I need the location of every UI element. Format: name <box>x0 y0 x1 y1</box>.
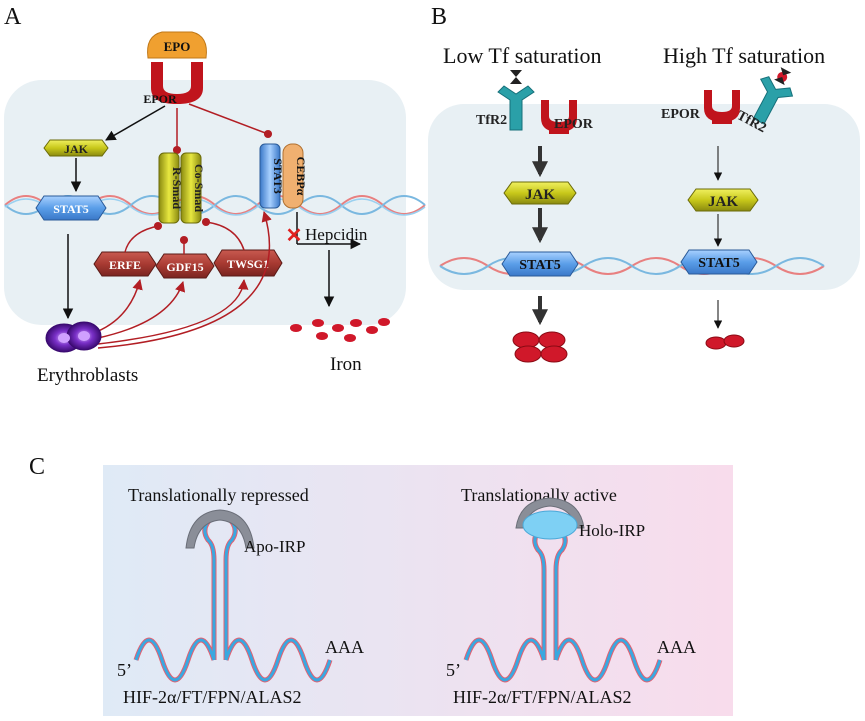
erythroblast-cells <box>45 321 102 353</box>
stat5-label-right: STAT5 <box>698 256 740 271</box>
arrow-erythro-to-twsg1 <box>97 278 249 345</box>
hepcidin-gene: ✕ Hepcidin <box>286 212 368 250</box>
epo-label: EPO <box>164 39 191 54</box>
low-tf-title: Low Tf saturation <box>443 43 601 68</box>
panel-a-letter: A <box>4 4 22 30</box>
jak-label-a: JAK <box>64 142 89 156</box>
dna-strand-b <box>439 257 825 275</box>
transferrin-icon-right <box>774 67 792 86</box>
inhibition-x-icon: ✕ <box>286 225 303 247</box>
panel-b-letter: B <box>431 4 447 30</box>
tfr2-label-left: TfR2 <box>476 113 507 128</box>
epor-receptor-right <box>704 90 740 124</box>
stat5-label-left: STAT5 <box>519 258 561 273</box>
cebpa-box: CEBPα <box>282 143 308 209</box>
epo-ligand: EPO <box>147 31 207 59</box>
apo-irp-label: Apo-IRP <box>244 537 305 556</box>
holo-irp-label: Holo-IRP <box>579 521 645 540</box>
gdf15-label: GDF15 <box>166 260 203 274</box>
twsg1-box: TWSG1 <box>213 249 283 277</box>
jak-label-left: JAK <box>525 187 555 203</box>
jak-label-right: JAK <box>708 194 738 210</box>
cell-background-b <box>428 104 860 290</box>
erfe-label: ERFE <box>109 258 141 272</box>
five-prime-right: 5’ <box>446 660 461 680</box>
arrow-epor-to-jak <box>105 105 166 141</box>
line-twsg1-to-smad <box>201 217 245 251</box>
rbc-cluster-left <box>512 331 568 363</box>
stat5-box-left: STAT5 <box>501 251 579 277</box>
stat3-label: STAT3 <box>271 158 285 194</box>
high-tf-title: High Tf saturation <box>663 43 825 68</box>
apo-irp-shape <box>185 509 255 549</box>
aaa-right: AAA <box>657 637 696 657</box>
stat5-label-a: STAT5 <box>53 202 89 216</box>
tfr2-receptor-left <box>497 70 535 131</box>
gene-label-left: HIF-2α/FT/FPN/ALAS2 <box>123 687 301 707</box>
stat5-box-right: STAT5 <box>680 249 758 275</box>
rbc-cluster-right <box>705 334 745 350</box>
jak-box-right: JAK <box>687 188 759 212</box>
stat3-box: STAT3 <box>259 143 285 209</box>
iron-label: Iron <box>330 354 362 375</box>
iron-particles <box>290 318 390 342</box>
twsg1-label: TWSG1 <box>227 257 269 271</box>
gene-label-right: HIF-2α/FT/FPN/ALAS2 <box>453 687 631 707</box>
erfe-box: ERFE <box>93 251 157 277</box>
gdf15-box: GDF15 <box>155 253 215 279</box>
epor-label-a: EPOR <box>143 92 177 106</box>
panel-c: C Translationally repressed Translationa… <box>29 454 733 716</box>
panel-c-letter: C <box>29 454 45 480</box>
jak-box-left: JAK <box>503 181 577 205</box>
epor-label-right: EPOR <box>661 107 701 122</box>
panel-a: A EPO EPOR JAK STAT5 <box>4 4 426 386</box>
repressed-title: Translationally repressed <box>128 485 309 505</box>
panel-b: B Low Tf saturation High Tf saturation T… <box>428 4 860 363</box>
holo-irp-iron-cluster <box>522 510 578 540</box>
five-prime-left: 5’ <box>117 660 132 680</box>
epor-receptor-left <box>541 100 577 134</box>
co-smad-box: Co-Smad <box>180 152 206 224</box>
arrow-erythro-to-gdf15 <box>97 281 186 339</box>
hepcidin-label: Hepcidin <box>305 225 368 244</box>
cebpa-label: CEBPα <box>294 157 308 196</box>
aaa-left: AAA <box>325 637 364 657</box>
transferrin-icon-left <box>510 70 522 84</box>
epor-receptor-a: EPOR <box>143 62 203 106</box>
line-epor-to-stat3 <box>188 103 273 139</box>
erythroblasts-label: Erythroblasts <box>37 365 138 386</box>
co-smad-label: Co-Smad <box>192 164 206 212</box>
stat5-box-a: STAT5 <box>35 195 107 221</box>
arrow-erythro-to-erfe <box>95 278 143 333</box>
panel-c-background <box>103 465 733 716</box>
epor-label-left: EPOR <box>554 117 594 132</box>
arrow-erythro-to-stat3 <box>97 210 272 349</box>
jak-box-a: JAK <box>43 139 109 157</box>
tfr2-receptor-right <box>752 67 794 125</box>
line-erfe-to-smad <box>124 221 163 253</box>
active-title: Translationally active <box>461 485 617 505</box>
